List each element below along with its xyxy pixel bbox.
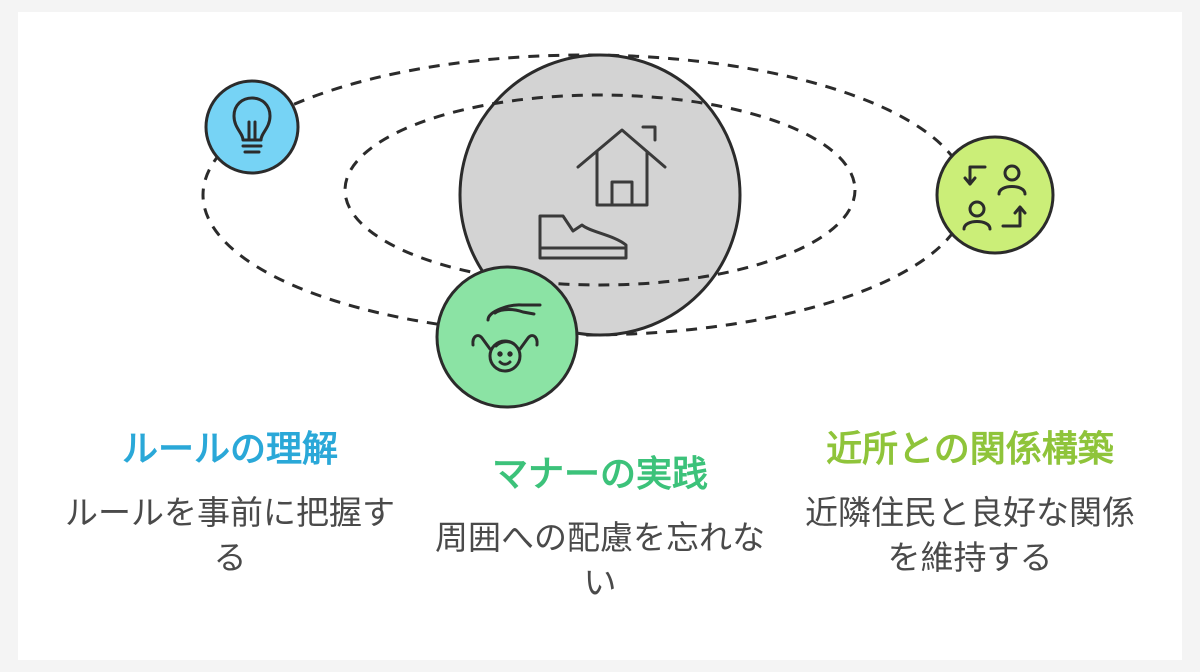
relations-node	[935, 135, 1055, 255]
people-exchange-icon	[962, 164, 1027, 231]
manners-description: 周囲への配慮を忘れない	[435, 518, 765, 602]
caption-rules: ルールの理解 ルールを事前に把握する	[60, 428, 400, 580]
relations-description: 近隣住民と良好な関係を維持する	[805, 493, 1135, 577]
shoe-icon	[538, 214, 628, 260]
relations-title: 近所との関係構築	[826, 429, 1114, 470]
rules-title: ルールの理解	[121, 429, 338, 470]
house-icon	[576, 125, 667, 207]
caring-hand-child-icon	[471, 303, 542, 373]
caption-manners: マナーの実践 周囲への配慮を忘れない	[420, 453, 780, 605]
manners-node	[435, 265, 579, 409]
manners-title: マナーの実践	[491, 454, 708, 495]
rules-node	[204, 79, 300, 175]
caption-relations: 近所との関係構築 近隣住民と良好な関係を維持する	[800, 428, 1140, 580]
rules-description: ルールを事前に把握する	[65, 493, 395, 577]
inner-orbit	[343, 93, 857, 287]
center-circle	[458, 53, 742, 337]
lightbulb-icon	[232, 96, 272, 154]
